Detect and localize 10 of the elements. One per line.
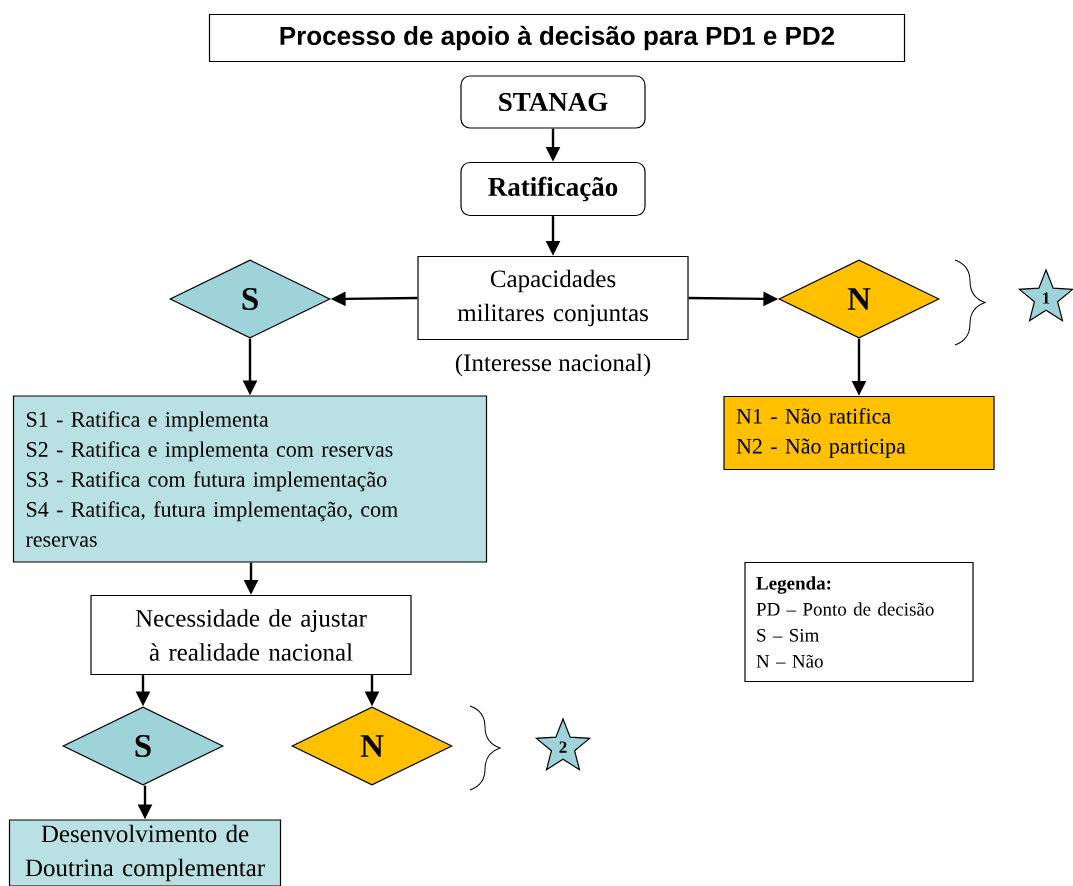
process-box: Necessidade de ajustar à realidade nacional [90, 594, 412, 676]
title-box: Processo de apoio à decisão para PD1 e PD2 [208, 13, 906, 63]
annotation-text: (Interesse nacional) [455, 353, 651, 377]
outcome-box: Desenvolvimento de Doutrina complementar [8, 819, 282, 886]
process-box: STANAG [460, 75, 646, 129]
outcome-box: N1 - Não ratifica N2 - Não participa [723, 395, 995, 471]
process-box: Ratificação [460, 161, 646, 217]
legend-box: Legenda: PD – Ponto de decisão S – Sim N – Não [744, 561, 974, 683]
outcome-box: S1 - Ratifica e implementa S2 - Ratifica e implementa com reservas S3 - Ratifica com futura implementação S4 - Ratifica, futura implementação, com reservas [12, 395, 488, 563]
process-box: Capacidades militares conjuntas [417, 255, 689, 341]
